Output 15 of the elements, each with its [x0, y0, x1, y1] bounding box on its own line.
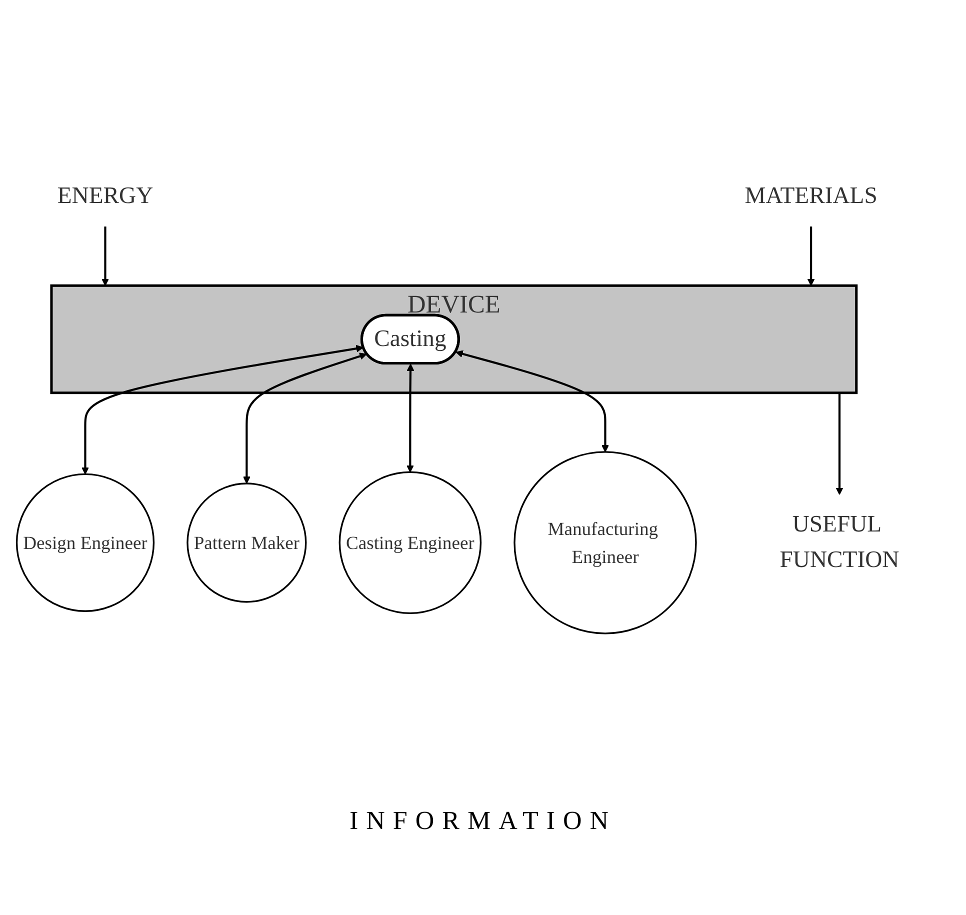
- node-circle: Design Engineer: [16, 474, 155, 612]
- node-circle: Manufacturing Engineer: [514, 451, 697, 635]
- arrow: [242, 353, 367, 484]
- arrow: [456, 350, 609, 453]
- arrow: [406, 364, 414, 473]
- node-circle: Casting Engineer: [338, 472, 482, 614]
- annotation-text: INFORMATION: [349, 806, 617, 836]
- node-text: USEFUL FUNCTION: [780, 512, 900, 574]
- arrow: [836, 393, 844, 496]
- arrow: [102, 226, 109, 286]
- arrow: [807, 226, 815, 286]
- node-circle: Pattern Maker: [186, 483, 307, 604]
- node-text: ENERGY: [57, 183, 154, 210]
- node-text: MATERIALS: [744, 183, 878, 210]
- arrow: [82, 345, 364, 475]
